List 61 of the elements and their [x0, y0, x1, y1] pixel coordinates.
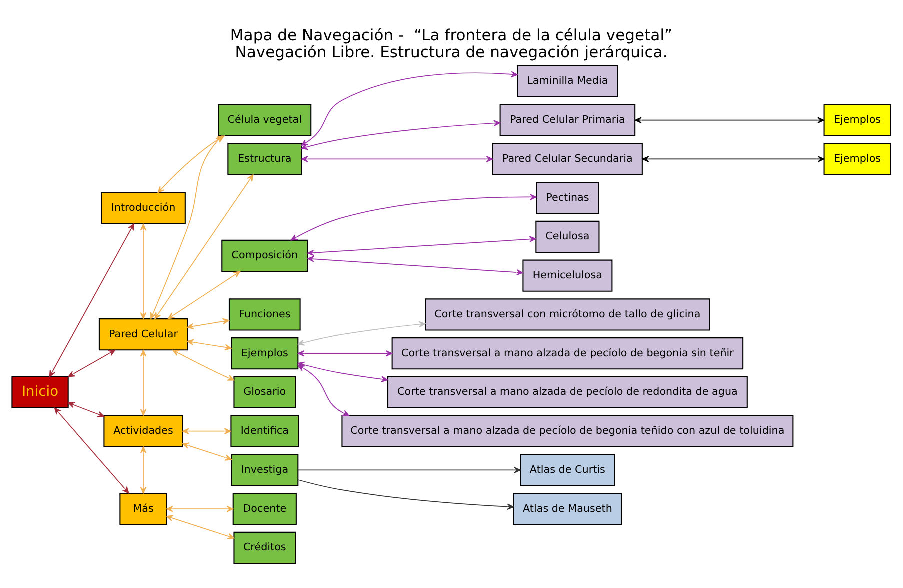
node-box: Célula vegetal — [218, 104, 312, 136]
arrow — [301, 120, 501, 150]
arrow — [182, 442, 232, 461]
node-box: Docente — [232, 493, 297, 526]
node-box: Pared Celular Secundaria — [492, 143, 643, 176]
arrow — [298, 350, 393, 357]
node-box: Ejemplos — [824, 104, 892, 136]
node-box: Estructura — [228, 143, 302, 176]
node-box: Hemicelulosa — [522, 260, 613, 292]
arrow — [642, 156, 825, 162]
node-box: Más — [120, 493, 168, 526]
arrow — [308, 256, 524, 276]
node-box: Laminilla Media — [517, 65, 618, 98]
node-box: Glosario — [234, 376, 296, 409]
arrow — [168, 271, 241, 320]
node-box: Atlas de Mauseth — [513, 493, 622, 526]
node-box: Funciones — [228, 298, 301, 331]
node-box: Pectinas — [536, 182, 600, 214]
diagram-title: Mapa de Navegación - “La frontera de la célula vegetal” — [230, 26, 673, 44]
node-box: Ejemplos — [824, 143, 892, 176]
node-box: Corte transversal a mano alzada de pecíolo de redondita de agua — [387, 376, 748, 409]
arrow — [68, 402, 105, 418]
arrow — [54, 408, 130, 494]
arrow — [68, 350, 116, 378]
arrow — [166, 506, 234, 512]
caption: Navegación Libre. Estructura de navegación jerárquica. — [235, 44, 668, 62]
arrow — [140, 350, 147, 416]
arrow — [301, 156, 494, 162]
node-box: Corte transversal a mano alzada de pecíolo de begonia teñido con azul de toluidina — [342, 415, 794, 448]
arrow — [187, 318, 230, 330]
node-box: Atlas de Curtis — [520, 454, 616, 486]
node-box: Ejemplos — [231, 338, 299, 370]
arrow — [298, 365, 350, 416]
arrow — [166, 515, 235, 540]
node-box: Celulosa — [536, 220, 600, 254]
arrow — [140, 224, 147, 320]
arrow — [140, 446, 147, 494]
arrow — [298, 321, 426, 346]
arrow — [301, 71, 518, 146]
node-box: Corte transversal con micrótomo de tallo de glicina — [425, 298, 710, 331]
arrow — [154, 174, 254, 320]
arrow — [298, 480, 514, 510]
node-box: Pared Celular — [98, 318, 188, 351]
arrow — [187, 339, 232, 351]
node-box: Composición — [222, 240, 308, 272]
node-box: Introducción — [101, 192, 186, 225]
arrow — [634, 117, 824, 124]
node-box: Corte transversal a mano alzada de pecíolo de begonia sin teñir — [392, 338, 744, 370]
arrow — [49, 224, 134, 378]
node-box: Pared Celular Primaria — [500, 104, 636, 136]
node-box: Investiga — [231, 454, 299, 486]
node-box: Identifica — [230, 415, 300, 448]
arrow — [172, 350, 235, 381]
arrow — [308, 236, 536, 256]
arrow — [182, 428, 232, 435]
arrow — [150, 136, 222, 320]
node-box: Actividades — [104, 415, 184, 448]
arrow — [290, 194, 537, 241]
arrow — [298, 467, 521, 474]
node-box: Inicio — [12, 376, 69, 409]
node-box: Créditos — [234, 532, 296, 564]
